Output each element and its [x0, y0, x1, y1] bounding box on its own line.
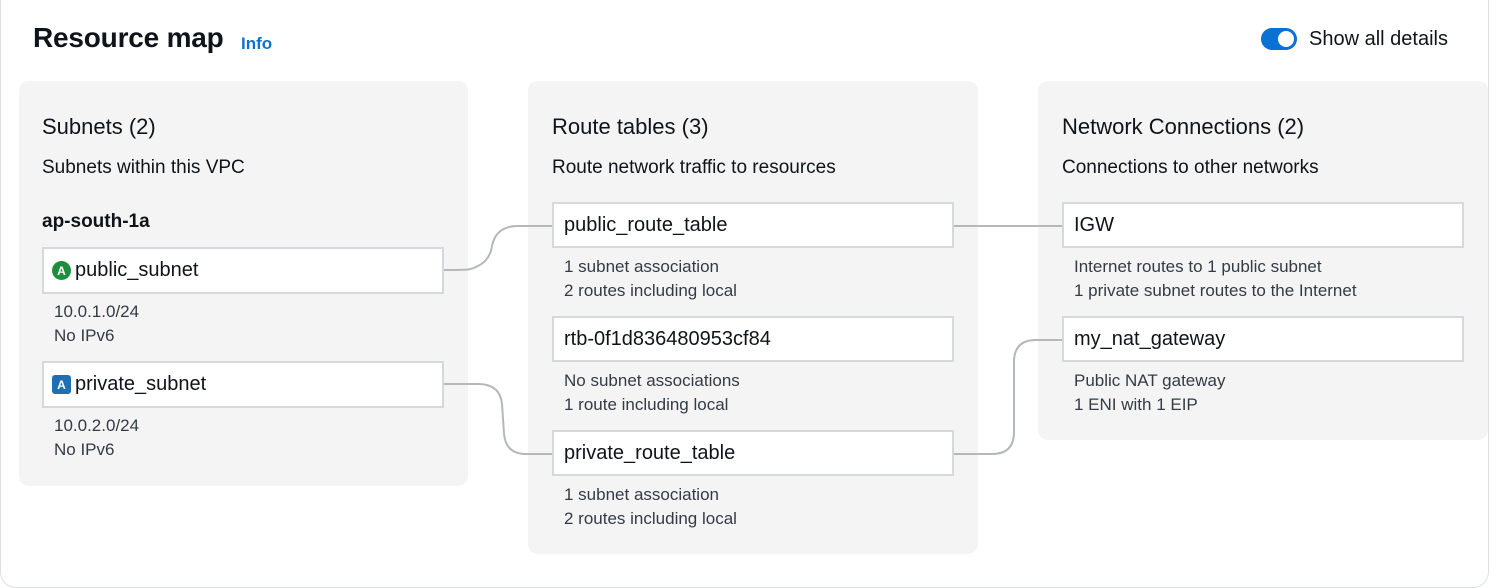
subnet-cidr: 10.0.1.0/24 [54, 302, 140, 321]
route-tables-subtitle: Route network traffic to resources [552, 157, 836, 178]
route-table-routes: 2 routes including local [564, 509, 737, 528]
connection-detail-line: 1 ENI with 1 EIP [1074, 395, 1198, 414]
subnet-name: private_subnet [75, 373, 207, 395]
subnet-name: public_subnet [75, 259, 199, 281]
connection-name: my_nat_gateway [1074, 327, 1226, 350]
route-tables-title: Route tables (3) [552, 114, 709, 139]
info-link[interactable]: Info [241, 34, 273, 53]
connection-detail-line: 1 private subnet routes to the Internet [1074, 281, 1357, 300]
subnet-node-private[interactable]: A private_subnet [42, 361, 444, 408]
connection-detail-line: Public NAT gateway [1074, 371, 1226, 390]
subnet-ipv6: No IPv6 [54, 326, 115, 345]
route-table-node-public[interactable]: public_route_table [552, 202, 954, 248]
subnet-cidr: 10.0.2.0/24 [54, 416, 140, 435]
connection-node-nat-gateway[interactable]: my_nat_gateway [1062, 316, 1464, 362]
route-table-name: public_route_table [564, 213, 728, 236]
subnets-title: Subnets (2) [42, 114, 156, 139]
route-table-details-rtb: No subnet associations 1 route including… [564, 369, 740, 417]
route-table-routes: 1 route including local [564, 395, 729, 414]
route-table-associations: No subnet associations [564, 371, 740, 390]
connection-details-igw: Internet routes to 1 public subnet 1 pri… [1074, 255, 1357, 303]
public-subnet-badge-icon: A [52, 261, 71, 280]
subnet-ipv6: No IPv6 [54, 440, 115, 459]
connection-detail-line: Internet routes to 1 public subnet [1074, 257, 1322, 276]
network-connections-panel [1038, 81, 1488, 440]
subnets-subtitle: Subnets within this VPC [42, 157, 245, 178]
route-table-name: rtb-0f1d836480953cf84 [564, 327, 771, 350]
show-all-details-label: Show all details [1309, 28, 1448, 50]
network-connections-subtitle: Connections to other networks [1062, 157, 1319, 178]
connection-name: IGW [1074, 213, 1114, 236]
route-table-node-private[interactable]: private_route_table [552, 430, 954, 476]
toggle-knob [1278, 31, 1294, 47]
route-table-associations: 1 subnet association [564, 257, 719, 276]
subnet-details-public: 10.0.1.0/24 No IPv6 [54, 300, 139, 348]
route-table-node-rtb[interactable]: rtb-0f1d836480953cf84 [552, 316, 954, 362]
route-table-routes: 2 routes including local [564, 281, 737, 300]
connection-details-nat-gateway: Public NAT gateway 1 ENI with 1 EIP [1074, 369, 1226, 417]
route-table-name: private_route_table [564, 441, 736, 464]
availability-zone-label: ap-south-1a [42, 211, 150, 232]
route-table-details-public: 1 subnet association 2 routes including … [564, 255, 737, 303]
connection-node-igw[interactable]: IGW [1062, 202, 1464, 248]
subnet-node-public[interactable]: A public_subnet [42, 247, 444, 294]
subnet-details-private: 10.0.2.0/24 No IPv6 [54, 414, 139, 462]
show-all-details-toggle[interactable] [1261, 28, 1297, 50]
network-connections-title: Network Connections (2) [1062, 114, 1305, 139]
private-subnet-badge-icon: A [52, 375, 71, 394]
route-table-associations: 1 subnet association [564, 485, 719, 504]
route-table-details-private: 1 subnet association 2 routes including … [564, 483, 737, 531]
page-title: Resource map [33, 22, 224, 53]
